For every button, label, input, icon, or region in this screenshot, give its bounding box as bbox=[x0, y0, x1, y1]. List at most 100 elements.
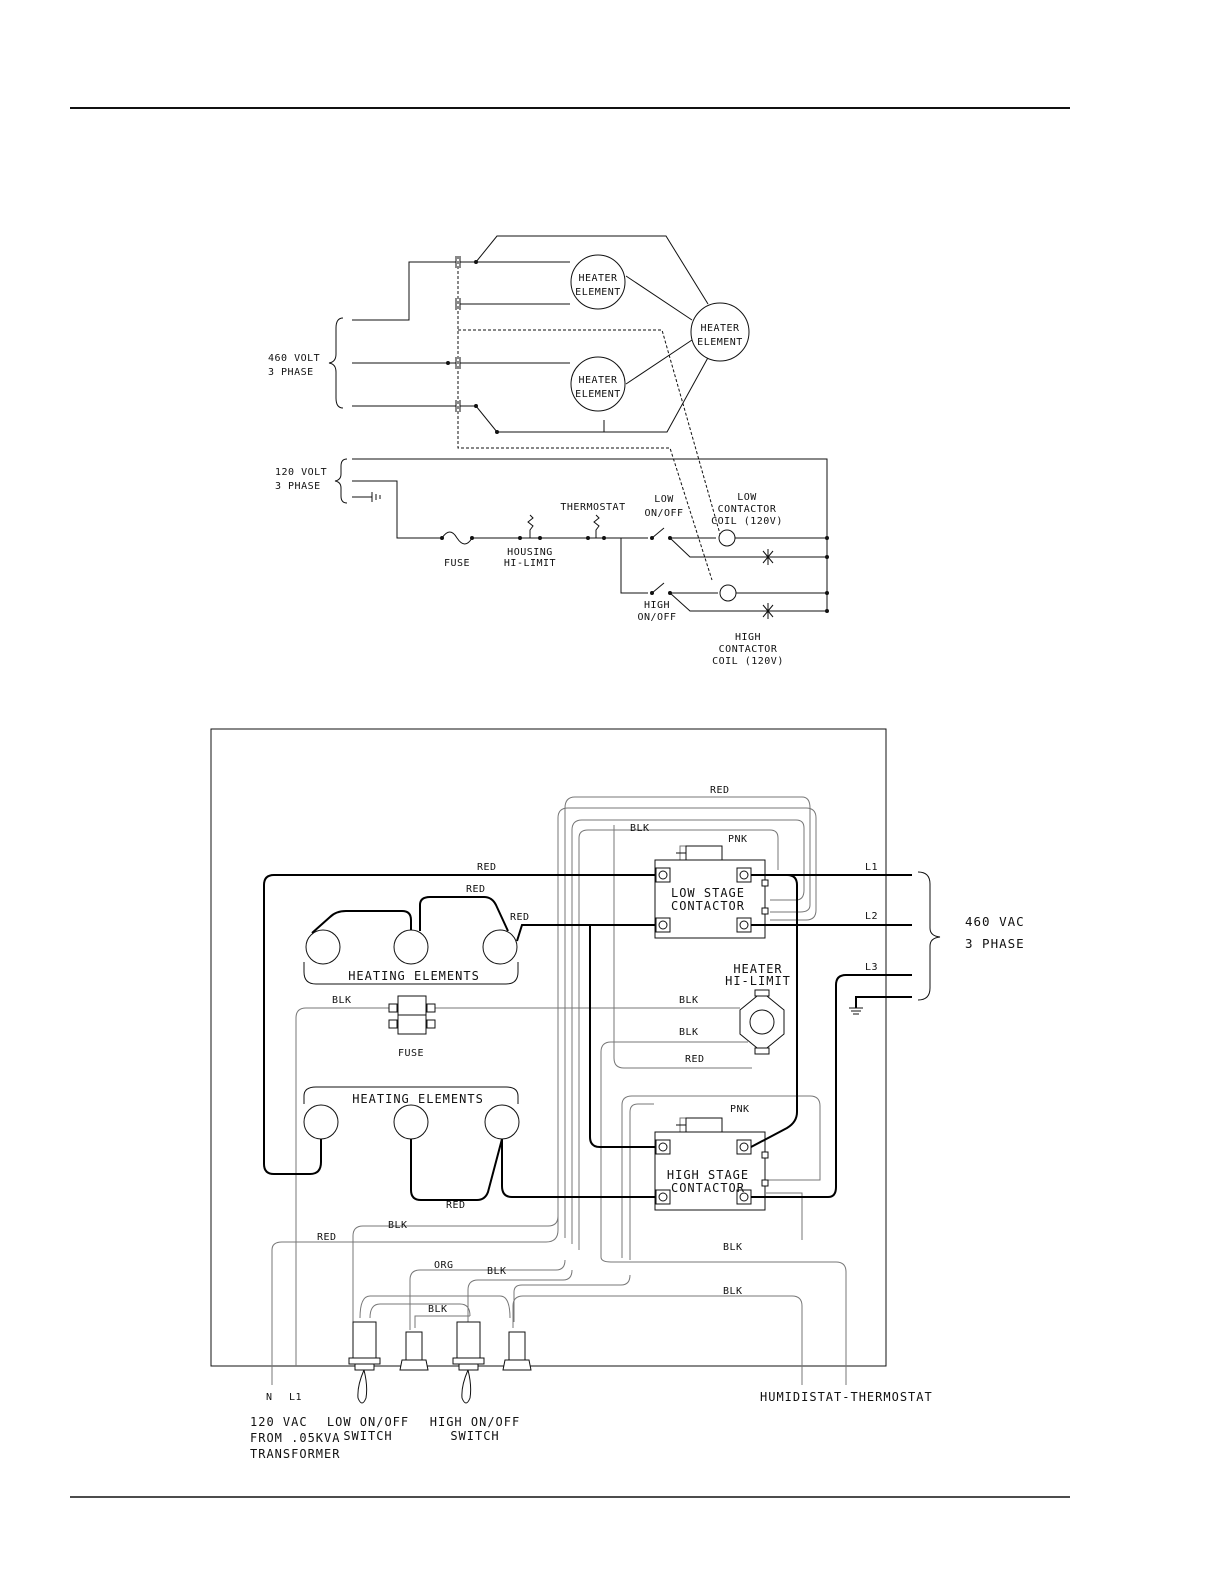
high-switch-label-2: SWITCH bbox=[450, 1429, 499, 1443]
svg-text:PNK: PNK bbox=[728, 834, 748, 845]
heater-hi-limit: HEATER HI-LIMIT bbox=[725, 962, 791, 1055]
svg-text:HEATER: HEATER bbox=[700, 323, 740, 334]
supply-460-label-1: 460 VOLT bbox=[268, 353, 320, 364]
high-switch-symbol bbox=[651, 582, 665, 594]
supply-120-vac-label-3: TRANSFORMER bbox=[250, 1447, 340, 1461]
svg-text:BLK: BLK bbox=[723, 1242, 743, 1253]
supply-120-label-1: 120 VOLT bbox=[275, 467, 327, 478]
low-coil-label-1: LOW bbox=[737, 492, 757, 503]
fuse-symbol bbox=[441, 531, 473, 545]
fuse-block-label: FUSE bbox=[398, 1048, 424, 1059]
supply-120-label-2: 3 PHASE bbox=[275, 481, 321, 492]
heater-element-3: HEATER ELEMENT bbox=[570, 356, 626, 412]
high-stage-contactor-label-1: HIGH STAGE bbox=[667, 1168, 749, 1182]
low-stage-contactor-label-2: CONTACTOR bbox=[671, 899, 745, 913]
terminal-2 bbox=[502, 1331, 532, 1371]
svg-text:RED: RED bbox=[317, 1232, 337, 1243]
low-on-off-switch bbox=[348, 1321, 381, 1404]
schematic-diagram: 460 VOLT 3 PHASE HEATER bbox=[268, 235, 829, 667]
svg-text:ORG: ORG bbox=[434, 1260, 454, 1271]
svg-text:ELEMENT: ELEMENT bbox=[697, 337, 743, 348]
heating-elements-lower: HEATING ELEMENTS bbox=[303, 1086, 520, 1140]
humidistat-thermostat-label: HUMIDISTAT-THERMOSTAT bbox=[760, 1390, 933, 1404]
svg-text:BLK: BLK bbox=[332, 995, 352, 1006]
low-stage-contactor: LOW STAGE CONTACTOR bbox=[654, 845, 769, 939]
feed-wire-1 bbox=[460, 235, 709, 305]
svg-text:ELEMENT: ELEMENT bbox=[575, 389, 621, 400]
low-switch-symbol bbox=[651, 527, 665, 539]
enclosure-outline bbox=[210, 728, 887, 1367]
heating-elements-upper-label: HEATING ELEMENTS bbox=[348, 969, 480, 983]
high-indicator-lamp bbox=[762, 603, 774, 619]
supply-120-vac-label-2: FROM .05KVA bbox=[250, 1431, 340, 1445]
svg-text:RED: RED bbox=[685, 1054, 705, 1065]
supply-120-vac-label-1: 120 VAC bbox=[250, 1415, 308, 1429]
high-contactor-coil bbox=[719, 584, 737, 602]
svg-text:BLK: BLK bbox=[630, 823, 650, 834]
ground-wire bbox=[352, 492, 381, 502]
thermostat-symbol bbox=[588, 514, 604, 539]
low-switch-label-2: SWITCH bbox=[343, 1429, 392, 1443]
svg-text:RED: RED bbox=[477, 862, 497, 873]
high-stage-contactor: HIGH STAGE CONTACTOR bbox=[654, 1117, 769, 1211]
heater-hi-limit-label-1: HEATER bbox=[733, 962, 782, 976]
housing-hi-limit-symbol bbox=[520, 514, 540, 539]
heater-element-1: HEATER ELEMENT bbox=[570, 254, 626, 310]
wiring-diagram: HEATING ELEMENTS HEATING ELEMENTS FUSE bbox=[210, 728, 1025, 1461]
low-switch-label-1: LOW ON/OFF bbox=[327, 1415, 409, 1429]
wire-color-labels: RED BLK PNK RED RED RED BLK BLK BLK RED … bbox=[317, 785, 750, 1315]
heater-hi-limit-label-2: HI-LIMIT bbox=[725, 974, 791, 988]
supply-460-label-2: 3 PHASE bbox=[268, 367, 314, 378]
control-mid-wire bbox=[352, 480, 442, 539]
supply-460-vac-brace bbox=[917, 871, 941, 1001]
svg-text:RED: RED bbox=[510, 912, 530, 923]
svg-text:BLK: BLK bbox=[679, 995, 699, 1006]
line-l1-label: L1 bbox=[865, 862, 878, 873]
heater-loop bbox=[625, 275, 693, 385]
high-on-off-label-2: ON/OFF bbox=[637, 612, 676, 623]
line-1-wire bbox=[352, 261, 456, 321]
svg-text:HEATER: HEATER bbox=[578, 273, 618, 284]
line1-label: L1 bbox=[289, 1392, 302, 1403]
thermostat-label: THERMOSTAT bbox=[560, 502, 625, 513]
high-stage-contactor-label-2: CONTACTOR bbox=[671, 1181, 745, 1195]
svg-text:BLK: BLK bbox=[487, 1266, 507, 1277]
supply-460-vac-label-1: 460 VAC bbox=[965, 914, 1025, 929]
svg-text:RED: RED bbox=[710, 785, 730, 796]
high-coil-label-2: CONTACTOR bbox=[719, 644, 778, 655]
svg-text:BLK: BLK bbox=[723, 1286, 743, 1297]
line-l2-label: L2 bbox=[865, 911, 878, 922]
heating-elements-upper: HEATING ELEMENTS bbox=[303, 929, 519, 985]
housing-hi-limit-label-1: HOUSING bbox=[507, 547, 553, 558]
fuse-block: FUSE bbox=[388, 995, 436, 1059]
svg-text:RED: RED bbox=[466, 884, 486, 895]
high-on-off-switch bbox=[452, 1321, 485, 1404]
high-on-off-label-1: HIGH bbox=[644, 600, 670, 611]
terminal-1 bbox=[399, 1331, 429, 1371]
heating-elements-lower-label: HEATING ELEMENTS bbox=[352, 1092, 484, 1106]
svg-text:BLK: BLK bbox=[388, 1220, 408, 1231]
high-coil-label-3: COIL (120V) bbox=[712, 656, 784, 667]
supply-460-vac-label-2: 3 PHASE bbox=[965, 936, 1025, 951]
low-stage-contactor-label-1: LOW STAGE bbox=[671, 886, 745, 900]
fuse-label: FUSE bbox=[444, 558, 470, 569]
bold-wires bbox=[263, 874, 912, 1201]
svg-text:BLK: BLK bbox=[428, 1304, 448, 1315]
low-coil-label-3: COIL (120V) bbox=[711, 516, 783, 527]
svg-text:PNK: PNK bbox=[730, 1104, 750, 1115]
supply-120-brace bbox=[334, 458, 348, 504]
svg-text:RED: RED bbox=[446, 1200, 466, 1211]
control-top-wire bbox=[352, 458, 828, 612]
supply-460-brace bbox=[328, 317, 344, 409]
high-switch-label-1: HIGH ON/OFF bbox=[430, 1415, 520, 1429]
line-l3-label: L3 bbox=[865, 962, 878, 973]
high-coil-label-1: HIGH bbox=[735, 632, 761, 643]
svg-text:BLK: BLK bbox=[679, 1027, 699, 1038]
svg-text:HEATER: HEATER bbox=[578, 375, 618, 386]
low-coil-label-2: CONTACTOR bbox=[718, 504, 777, 515]
svg-text:ELEMENT: ELEMENT bbox=[575, 287, 621, 298]
low-on-off-label-2: ON/OFF bbox=[644, 508, 683, 519]
gray-harness-wires bbox=[271, 796, 847, 1385]
low-on-off-label-1: LOW bbox=[654, 494, 674, 505]
